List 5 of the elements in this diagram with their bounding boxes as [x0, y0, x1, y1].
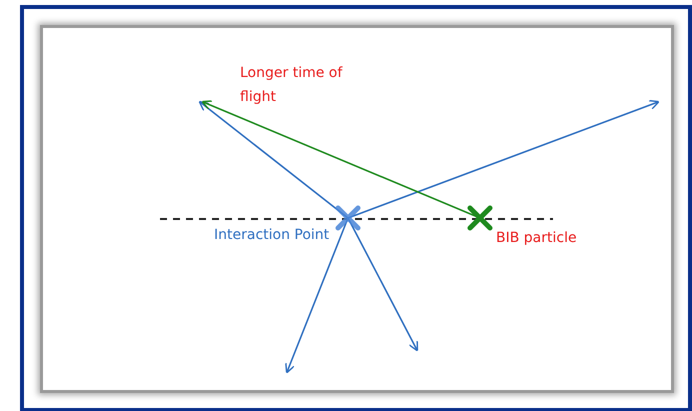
- annotation-text: Longer time of flight: [240, 64, 344, 107]
- node-caption: BIB particle: [496, 230, 577, 246]
- node-caption: Interaction Point: [214, 227, 330, 243]
- cross-marker: [336, 206, 360, 230]
- cross-marker: [468, 206, 492, 230]
